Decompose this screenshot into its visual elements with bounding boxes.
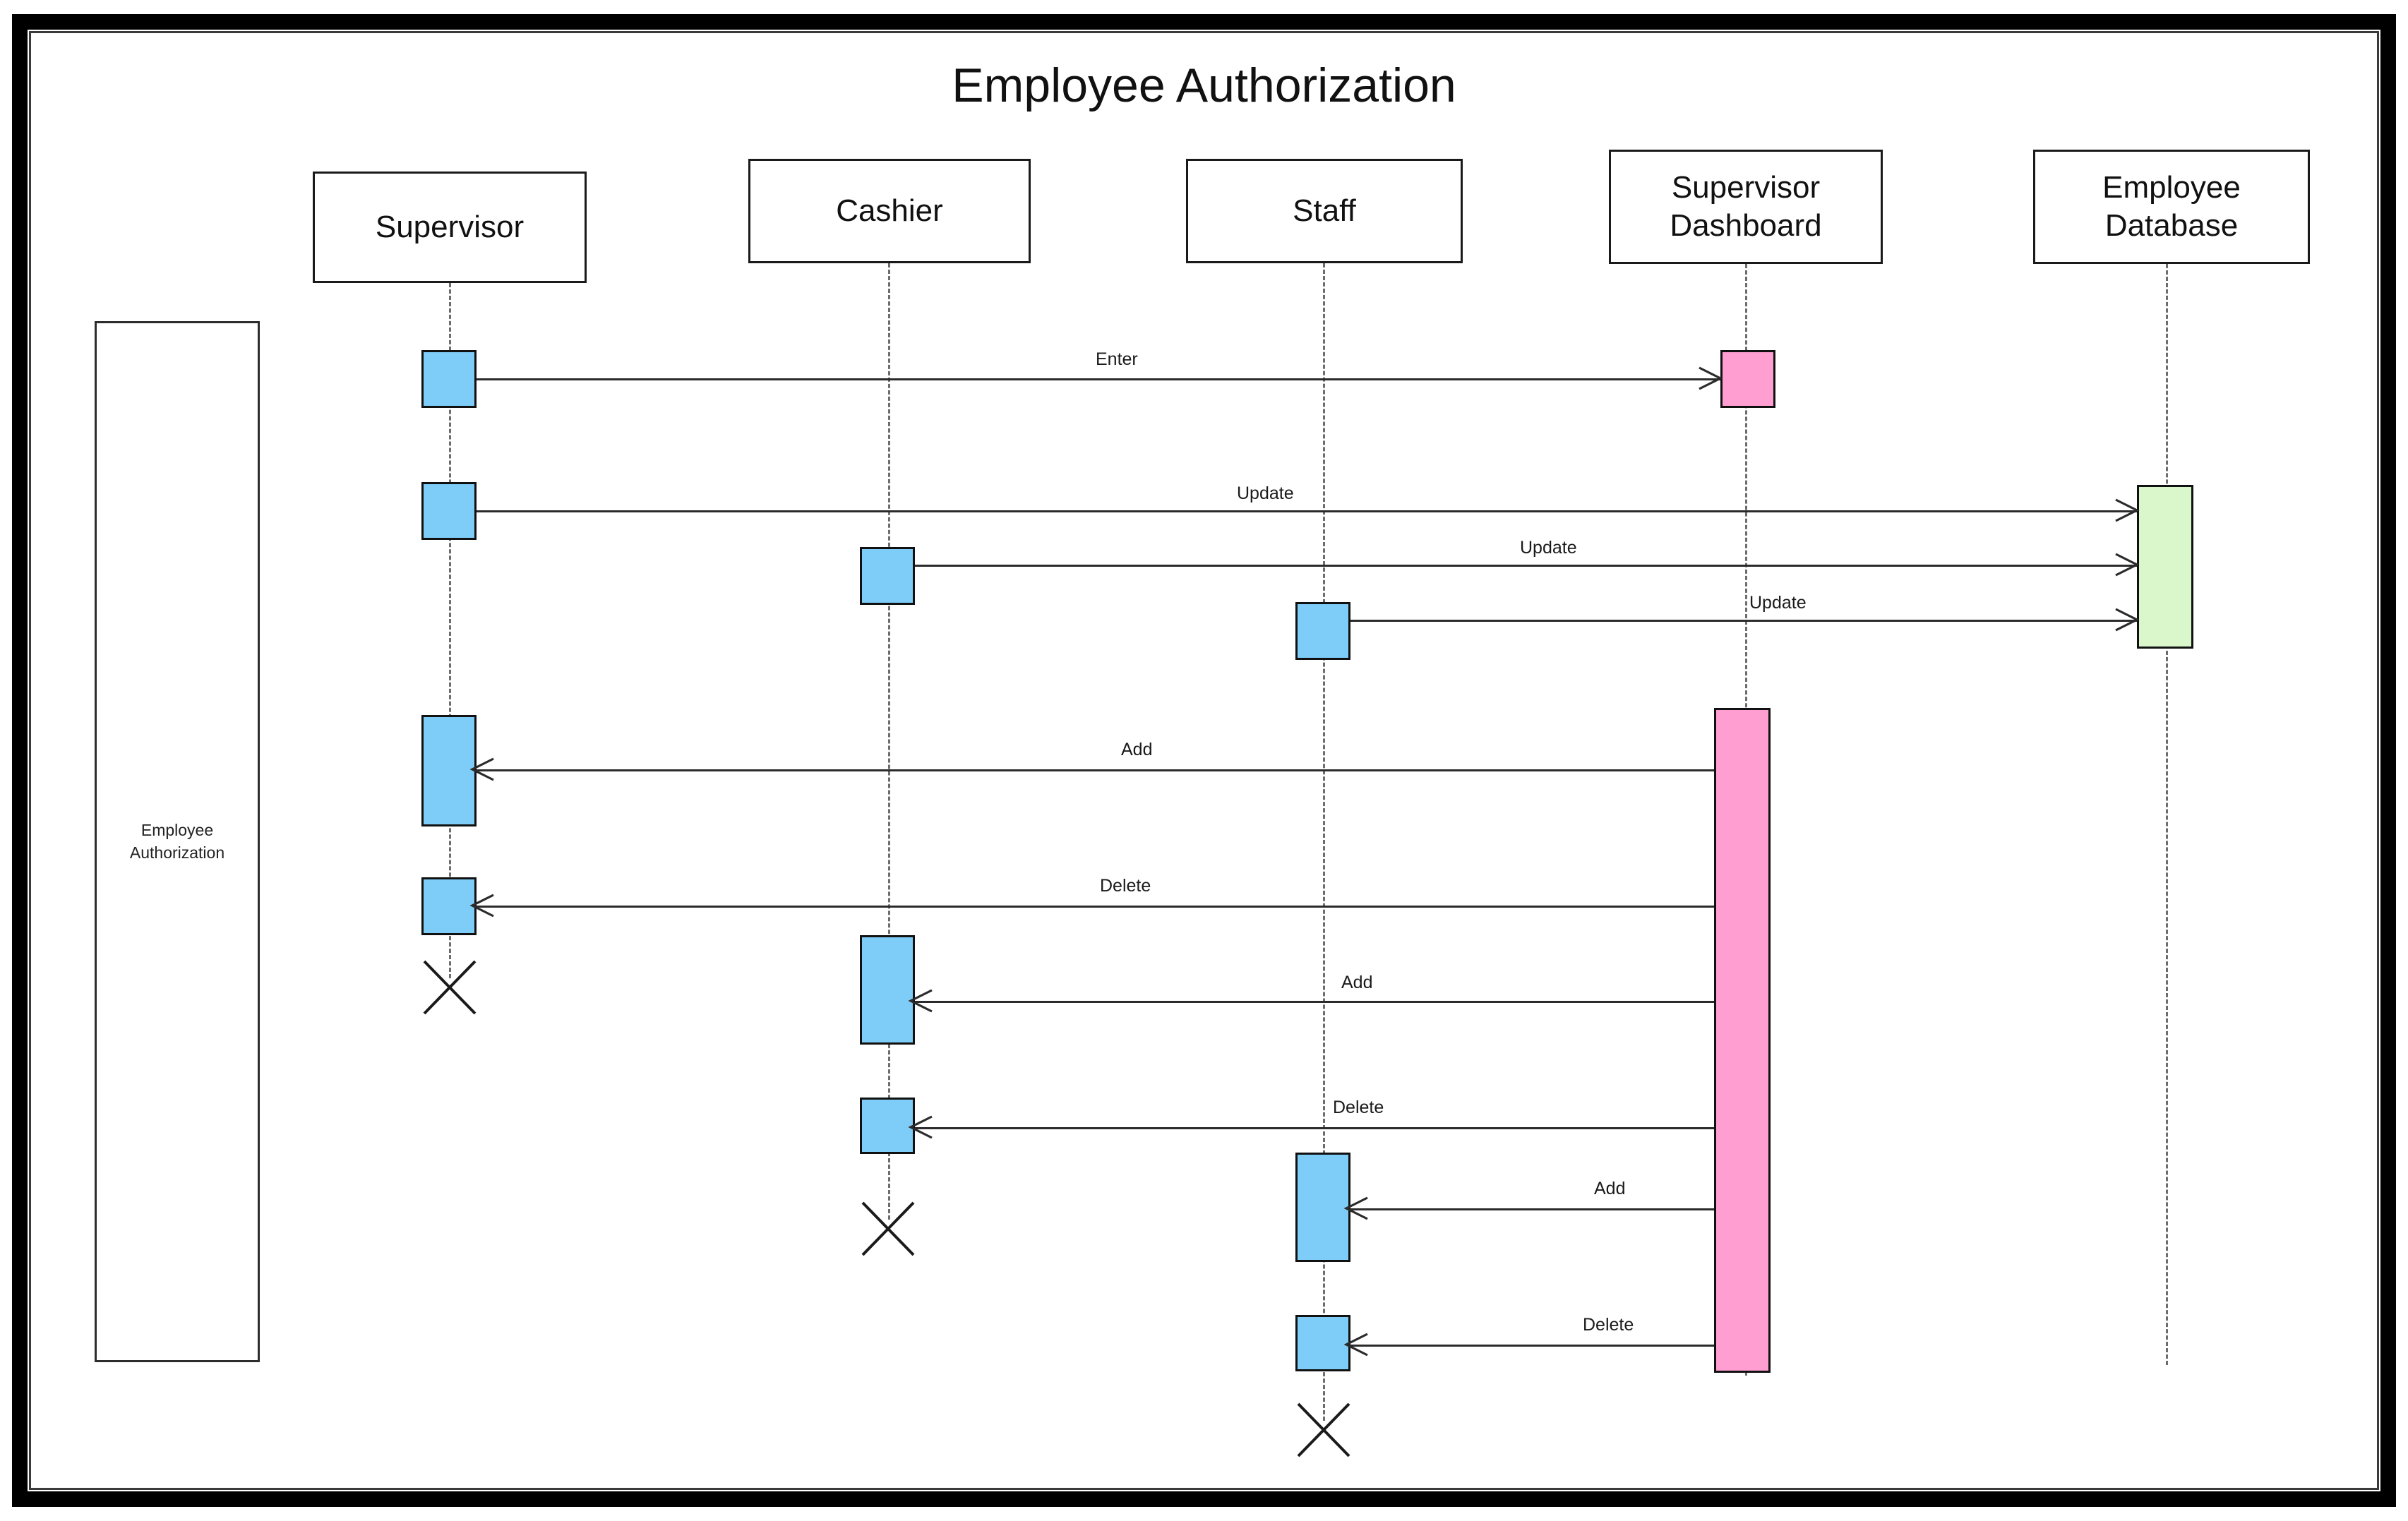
lifeline-staff [1323,263,1325,1421]
message-line-add-staff [1350,1208,1714,1210]
lifeline-cashier [888,263,890,1220]
arrow-head-delete-staff [1343,1333,1369,1357]
message-label-delete-staff: Delete [1583,1315,1634,1335]
activation-cashier-add[interactable] [860,935,915,1045]
activation-staff-delete[interactable] [1295,1315,1350,1371]
lifeline-header-employee-database[interactable]: Employee Database [2033,150,2310,264]
arrow-head-add-supervisor [469,757,495,781]
activation-dashboard-enter[interactable] [1720,350,1775,408]
message-label-delete-cashier: Delete [1333,1098,1384,1117]
message-label-update-cashier: Update [1520,538,1577,558]
message-line-update-staff [1350,620,2137,622]
lifeline-label-employee-database: Employee Database [2102,170,2241,243]
outer-border-frame [12,14,2396,1507]
activation-supervisor-add[interactable] [421,715,477,826]
fragment-box-employee-authorization: Employee Authorization [95,321,260,1362]
lifeline-header-cashier[interactable]: Cashier [748,159,1031,263]
message-line-add-cashier [915,1001,1714,1003]
arrow-head-update-supervisor [2114,498,2140,522]
arrow-head-update-cashier [2114,553,2140,577]
arrow-head-delete-cashier [908,1115,933,1139]
destruction-x-icon-cashier [860,1200,916,1258]
message-label-delete-supervisor: Delete [1100,876,1151,896]
arrow-head-enter [1698,366,1723,390]
message-line-delete-staff [1350,1345,1714,1347]
activation-cashier-update[interactable] [860,547,915,605]
activation-supervisor-delete[interactable] [421,877,477,935]
lifeline-label-supervisor-dashboard: Supervisor Dashboard [1670,170,1822,243]
activation-dashboard-main[interactable] [1714,708,1771,1373]
arrow-head-add-cashier [908,989,933,1013]
message-line-add-supervisor [477,769,1714,771]
destruction-x-icon-supervisor [421,958,478,1016]
arrow-head-delete-supervisor [469,894,495,918]
message-label-add-supervisor: Add [1121,740,1153,759]
message-label-update-staff: Update [1749,593,1807,613]
message-line-delete-supervisor [477,906,1714,908]
destruction-x-icon-staff [1295,1401,1352,1459]
message-label-add-cashier: Add [1341,973,1373,992]
arrow-head-add-staff [1343,1196,1369,1220]
activation-supervisor-update[interactable] [421,482,477,540]
message-line-update-cashier [915,565,2137,567]
page-title: Employee Authorization [952,59,1456,112]
message-line-delete-cashier [915,1127,1714,1129]
activation-supervisor-enter[interactable] [421,350,477,408]
lifeline-label-staff: Staff [1293,193,1356,229]
message-label-update-supervisor: Update [1237,483,1294,503]
activation-staff-update[interactable] [1295,602,1350,660]
lifeline-employee-database [2166,264,2168,1365]
arrow-head-update-staff [2114,608,2140,632]
message-line-enter [477,378,1720,380]
message-label-enter: Enter [1096,349,1138,369]
lifeline-label-supervisor: Supervisor [375,210,525,245]
fragment-label: Employee Authorization [129,821,225,862]
activation-database-updates[interactable] [2137,485,2193,649]
activation-cashier-delete[interactable] [860,1098,915,1154]
lifeline-header-staff[interactable]: Staff [1186,159,1463,263]
message-line-update-supervisor [477,510,2137,512]
message-label-add-staff: Add [1594,1179,1626,1198]
lifeline-label-cashier: Cashier [836,193,943,229]
lifeline-header-supervisor[interactable]: Supervisor [313,172,587,283]
activation-staff-add[interactable] [1295,1153,1350,1262]
lifeline-header-supervisor-dashboard[interactable]: Supervisor Dashboard [1609,150,1883,264]
lifeline-supervisor [449,283,451,978]
